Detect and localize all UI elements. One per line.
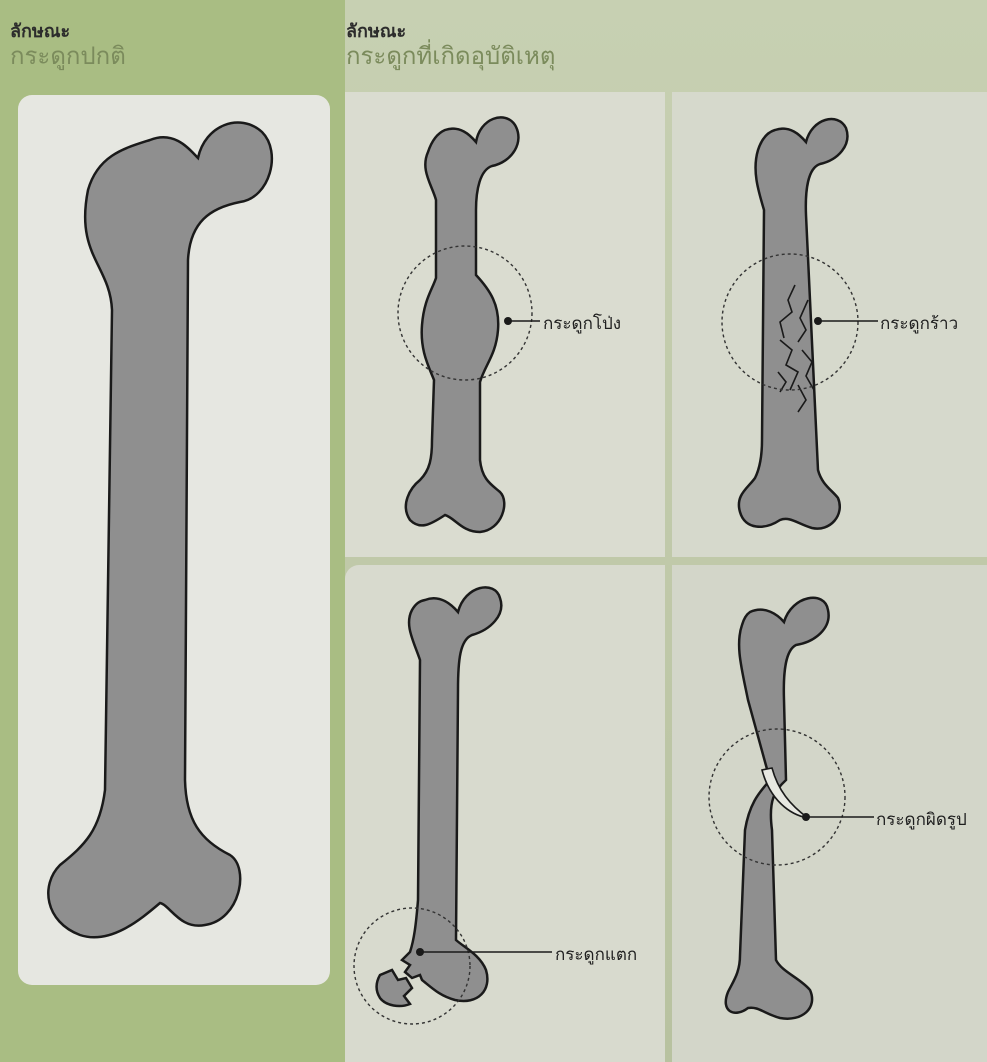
deformed-leader-dot (802, 813, 810, 821)
normal-bone-shape (48, 123, 272, 938)
deformed-bone-shape (726, 598, 829, 1019)
cracked-bone-shape (739, 119, 848, 529)
label-broken-bone: กระดูกแตก (555, 941, 637, 968)
cracked-leader-dot (814, 317, 822, 325)
broken-leader-dot (416, 948, 424, 956)
bulging-bone-shape (406, 117, 519, 532)
label-cracked-bone: กระดูกร้าว (880, 310, 958, 337)
label-deformed-bone: กระดูกผิดรูป (876, 806, 967, 833)
bulging-leader-dot (504, 317, 512, 325)
broken-bone-shape (402, 587, 501, 1001)
broken-bone-fragment (377, 970, 412, 1006)
label-bulging-bone: กระดูกโป่ง (543, 310, 621, 337)
